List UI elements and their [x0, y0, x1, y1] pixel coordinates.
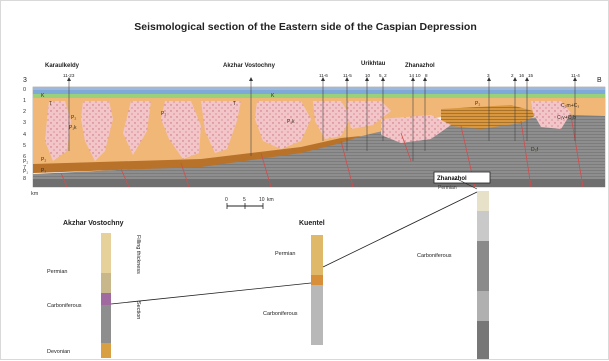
depth-tick-4: 4: [23, 132, 26, 138]
field-urikhtau: Urikhtau: [361, 61, 386, 67]
field-zhanazhol: Zhanazhol: [405, 63, 435, 69]
depth-unit: km: [31, 191, 39, 197]
well-logs-panel: [101, 178, 489, 359]
scale-bar: [227, 203, 263, 209]
label-left-p: P₂: [23, 159, 28, 165]
scale-label-unit: km: [267, 197, 274, 203]
label-p2-mid: P₂: [161, 111, 166, 117]
label-d3f: D₃f: [531, 147, 539, 153]
section-end-left: 3: [23, 77, 27, 84]
label-t-left: T: [49, 101, 52, 107]
filling-thickness-label: Filling thickness: [135, 235, 141, 274]
label-c2m: C₂m+C₃: [561, 103, 579, 109]
kuentel-log-title: Kuentel: [299, 220, 325, 227]
well-label-6: 14 10: [409, 73, 421, 78]
label-left-p1: P₁: [23, 169, 28, 175]
depth-tick-0: 0: [23, 87, 26, 93]
scale-label-5: 5: [243, 197, 246, 203]
kuentel-permian-label: Permian: [275, 251, 295, 257]
depth-tick-5: 5: [23, 143, 26, 149]
depth-tick-8: 8: [23, 176, 26, 182]
label-t-mid: T: [233, 101, 236, 107]
section-end-right: B: [597, 77, 602, 84]
field-akzhar: Akzhar Vostochny: [223, 63, 276, 69]
label-p1k-mid: P₁k: [287, 119, 295, 125]
akzhar-permian-label: Permian: [47, 269, 67, 275]
well-label-10: 16: [519, 73, 525, 78]
well-label-3: 11-5: [343, 73, 352, 78]
akzhar-log-title: Akzhar Vostochny: [63, 220, 124, 227]
depth-tick-3: 3: [23, 120, 26, 126]
scale-label-10: 10: [259, 197, 265, 203]
well-label-9: 2: [511, 73, 514, 78]
label-p-a: P₂: [41, 157, 46, 163]
well-label-12: 11-4: [571, 73, 580, 78]
akzhar-carboniferous-label: Carboniferous: [47, 303, 82, 309]
section-frame: [33, 79, 605, 209]
kuentel-carboniferous-label: Carboniferous: [263, 311, 298, 317]
permian-top-label: Permian: [438, 185, 457, 191]
depth-tick-1: 1: [23, 98, 26, 104]
label-c1v: C₁v+C₂b: [557, 115, 576, 121]
field-karaulkeldy: Karaulkeldy: [45, 63, 80, 69]
derrick-icon: [249, 77, 253, 81]
label-p1k-left: P₁k: [69, 125, 77, 131]
akzhar-devonian-label: Devonian: [47, 349, 70, 355]
zhanazhol-carboniferous-label: Carboniferous: [417, 253, 452, 259]
well-label-4: 10: [365, 73, 371, 78]
well-label-2: 11-6: [319, 73, 328, 78]
label-p2-right: P₂: [475, 101, 480, 107]
label-p2-left: P₂: [71, 115, 76, 121]
well-label-7: 8: [425, 73, 428, 78]
label-p-b: P₁: [41, 168, 46, 174]
section-label: Section: [135, 301, 141, 319]
derrick-icon: [513, 77, 517, 81]
depth-tick-2: 2: [23, 109, 26, 115]
well-label-8: 3: [487, 73, 490, 78]
well-label-11: 15: [528, 73, 534, 78]
zhanazhol-callout-label: Zhanazhol: [437, 176, 467, 182]
scale-label-0: 0: [225, 197, 228, 203]
